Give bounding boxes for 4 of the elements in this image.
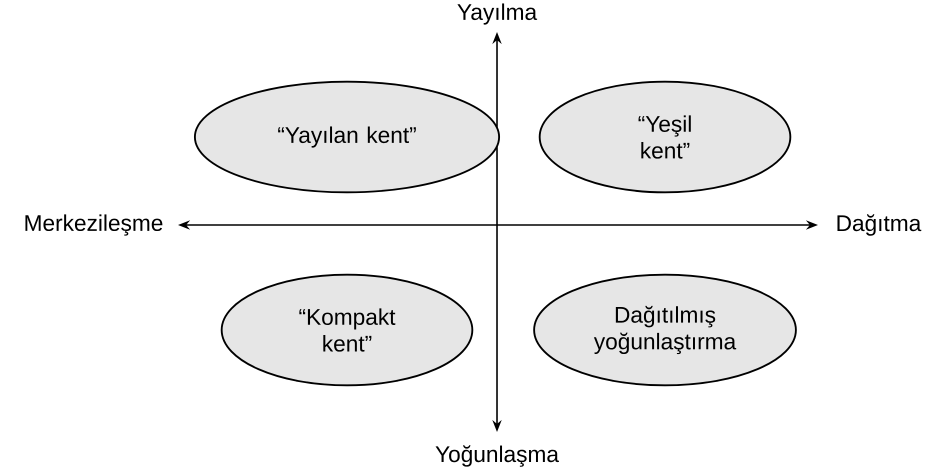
axis-label: Yayılma: [457, 3, 538, 25]
axis-label: Yoğunlaşma: [436, 445, 559, 467]
axis-label: Merkezileşme: [25, 214, 162, 236]
axis-label: Dağıtma: [837, 214, 922, 236]
